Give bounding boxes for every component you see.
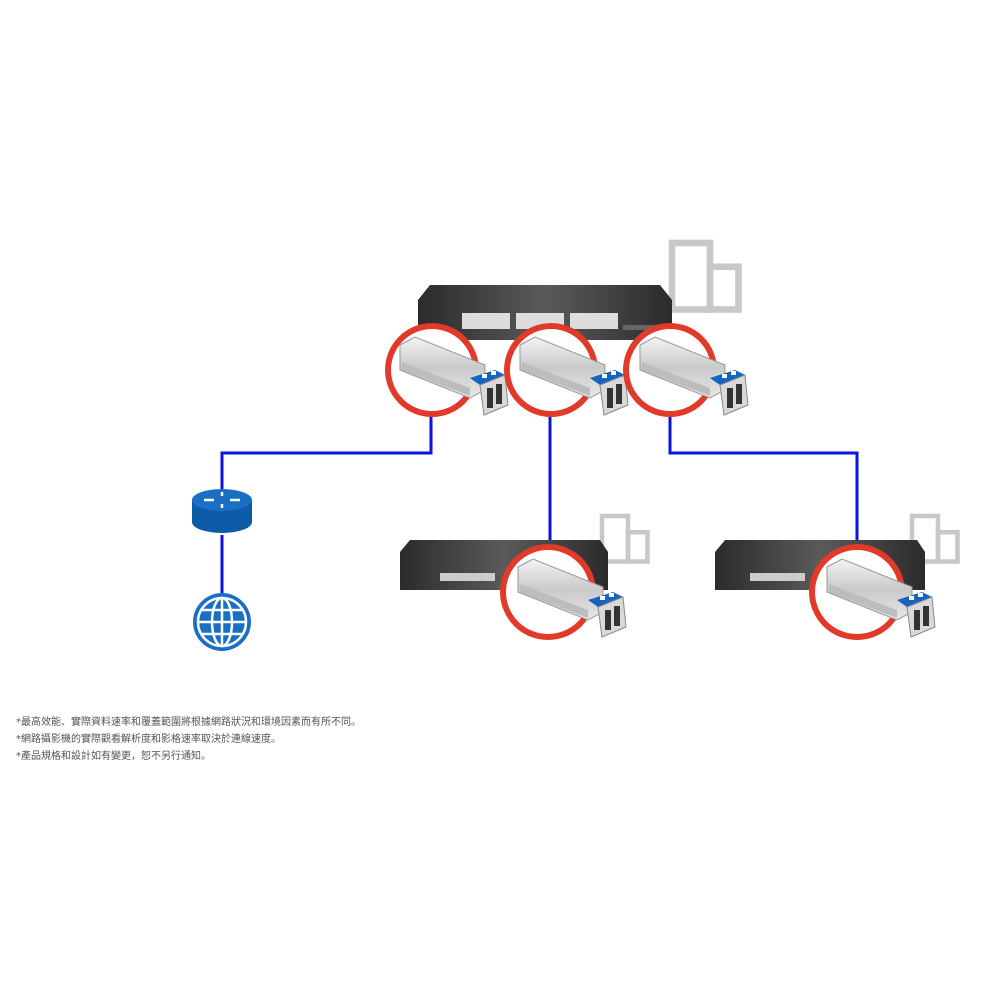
footnotes: *最高效能、實際資料速率和覆蓋範圍將根據網路狀況和環境因素而有所不同。 *網路攝… [16, 714, 361, 765]
sfp-highlight [385, 323, 509, 417]
sfp-highlight [500, 544, 627, 640]
footnote: *最高效能、實際資料速率和覆蓋範圍將根據網路狀況和環境因素而有所不同。 [16, 717, 361, 728]
footnote: *網路攝影機的實際觀看解析度和影格速率取決於連線速度。 [16, 734, 281, 745]
network-links [220, 415, 859, 595]
building-icon [672, 243, 739, 310]
sfp-highlight [809, 544, 936, 640]
sfp-highlight [504, 323, 629, 417]
sfp-highlight [623, 323, 749, 417]
building-icon [602, 516, 648, 562]
footnote: *產品規格和設計如有變更，恕不另行通知。 [16, 751, 211, 762]
link-core-switch-right [668, 415, 859, 548]
link-core-router [220, 415, 433, 495]
globe-icon [193, 593, 251, 651]
router-icon [192, 489, 252, 533]
switch-icon [418, 285, 672, 340]
